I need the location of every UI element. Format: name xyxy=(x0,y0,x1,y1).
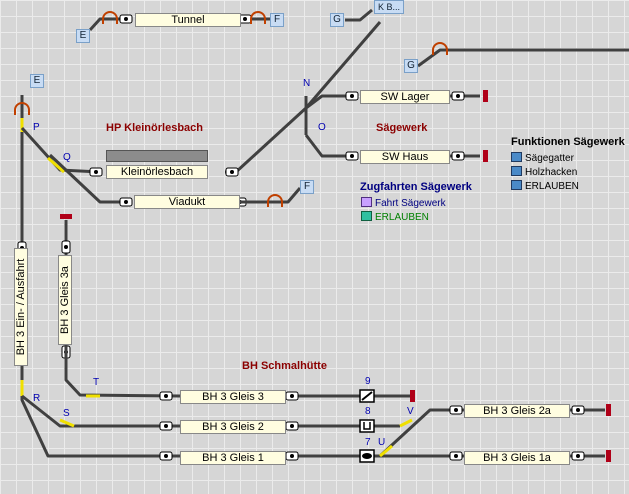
block-viadukt[interactable]: Viadukt xyxy=(134,195,240,209)
signal-lamp xyxy=(243,17,247,21)
switch-label-n: N xyxy=(303,78,311,89)
function-icon xyxy=(511,152,522,162)
panel-funktionen-item[interactable]: Sägegatter xyxy=(511,152,574,165)
tunnel-portal-icon xyxy=(14,102,30,115)
tag-f-top[interactable]: F xyxy=(270,13,284,27)
crossing-mark xyxy=(362,453,372,459)
signal-lamp xyxy=(164,424,168,428)
crossing-mark xyxy=(361,391,373,401)
tag-g-right[interactable]: G xyxy=(404,59,418,73)
signal-lamp xyxy=(124,17,128,21)
route-icon xyxy=(361,197,372,207)
tag-k-top[interactable]: K B... xyxy=(374,0,404,14)
switch-segment[interactable] xyxy=(379,444,393,458)
track-segment xyxy=(240,187,302,204)
function-icon xyxy=(511,166,522,176)
signal-lamp xyxy=(124,200,128,204)
tag-e-top[interactable]: E xyxy=(76,29,90,43)
block-gleis3a[interactable]: BH 3 Gleis 3a xyxy=(58,255,72,345)
block-kleinoerlesbach[interactable]: Kleinörlesbach xyxy=(106,165,208,179)
signal-lamp xyxy=(454,454,458,458)
block-gleis3[interactable]: BH 3 Gleis 3 xyxy=(180,390,286,404)
block-ausfahrt[interactable]: BH 3 Ein- / Ausfahrt xyxy=(14,248,28,366)
tag-g-top[interactable]: G xyxy=(330,13,344,27)
tag-f-mid[interactable]: F xyxy=(300,180,314,194)
panel-funktionen-item[interactable]: Holzhacken xyxy=(511,166,577,179)
signal-lamp xyxy=(350,154,354,158)
panel-funktionen-item[interactable]: ERLAUBEN xyxy=(511,180,579,193)
track-segment xyxy=(305,94,350,110)
track-segment xyxy=(20,366,180,458)
signal-lamp xyxy=(230,170,234,174)
buffer-stop xyxy=(410,390,415,402)
signal-lamp xyxy=(290,394,294,398)
switch-segment[interactable] xyxy=(47,156,65,174)
saegewerk-title: Sägewerk xyxy=(376,122,428,134)
switch-label-u: U xyxy=(378,437,386,448)
signal-lamp xyxy=(456,94,460,98)
tag-e-left[interactable]: E xyxy=(30,74,44,88)
track-segment xyxy=(417,48,629,68)
block-gleis1a[interactable]: BH 3 Gleis 1a xyxy=(464,451,570,465)
platform xyxy=(106,150,208,162)
signal-lamp xyxy=(576,408,580,412)
switch-label-q: Q xyxy=(63,152,71,163)
signal-lamp xyxy=(290,454,294,458)
signal-number-7: 7 xyxy=(365,437,371,448)
buffer-stop xyxy=(60,214,72,219)
block-sw-haus[interactable]: SW Haus xyxy=(360,150,450,164)
switch-label-o: O xyxy=(318,122,326,133)
tunnel-portal-icon xyxy=(267,194,283,207)
crossing-signal-icon[interactable] xyxy=(359,419,375,433)
function-icon xyxy=(511,180,522,190)
switch-label-s: S xyxy=(63,408,70,419)
switch-segment[interactable] xyxy=(399,418,413,428)
signal-lamp xyxy=(576,454,580,458)
track-segment xyxy=(64,345,181,398)
panel-zugfahrten-item[interactable]: ERLAUBEN xyxy=(361,211,429,224)
switch-label-t: T xyxy=(93,377,100,388)
buffer-stop xyxy=(606,450,611,462)
signal-lamp xyxy=(290,424,294,428)
signal-lamp xyxy=(164,394,168,398)
tunnel-portal-icon xyxy=(432,42,448,55)
buffer-stop xyxy=(606,404,611,416)
track-segment xyxy=(21,394,180,428)
buffer-stop xyxy=(483,90,488,102)
panel-funktionen-title: Funktionen Sägewerk xyxy=(511,136,625,148)
switch-label-p: P xyxy=(33,122,40,133)
switch-segment[interactable] xyxy=(59,418,75,428)
panel-zugfahrten-title: Zugfahrten Sägewerk xyxy=(360,181,472,193)
block-sw-lager[interactable]: SW Lager xyxy=(360,90,450,104)
block-gleis2a[interactable]: BH 3 Gleis 2a xyxy=(464,404,570,418)
tunnel-portal-icon xyxy=(250,11,266,24)
track-segment xyxy=(304,134,350,158)
signal-lamp xyxy=(454,408,458,412)
block-tunnel[interactable]: Tunnel xyxy=(135,13,241,27)
route-icon xyxy=(361,211,372,221)
switch-label-v: V xyxy=(407,406,414,417)
tunnel-portal-icon xyxy=(102,11,118,24)
block-gleis1[interactable]: BH 3 Gleis 1 xyxy=(180,451,286,465)
panel-zugfahrten-item[interactable]: Fahrt Sägewerk xyxy=(361,197,446,210)
switch-label-r: R xyxy=(33,393,41,404)
signal-lamp xyxy=(164,454,168,458)
bh-title: BH Schmalhütte xyxy=(242,360,327,372)
crossing-mark xyxy=(363,422,371,430)
buffer-stop xyxy=(483,150,488,162)
track-segment xyxy=(345,8,373,22)
hp-title: HP Kleinörlesbach xyxy=(106,122,203,134)
signal-number-9: 9 xyxy=(365,376,371,387)
signal-lamp xyxy=(456,154,460,158)
signal-number-8: 8 xyxy=(365,406,371,417)
signal-lamp xyxy=(350,94,354,98)
signal-lamp xyxy=(64,245,68,249)
block-gleis2[interactable]: BH 3 Gleis 2 xyxy=(180,420,286,434)
signal-lamp xyxy=(94,170,98,174)
track-segment xyxy=(378,408,464,458)
